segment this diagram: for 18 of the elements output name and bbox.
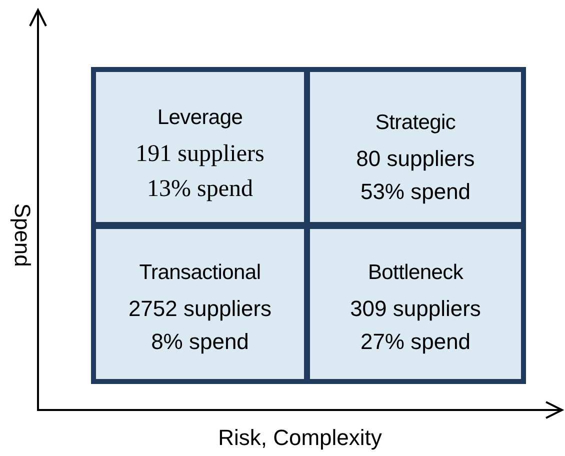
quadrant-title: Transactional: [139, 262, 261, 283]
quadrant-title: Leverage: [157, 107, 243, 128]
quadrant-stat: 8% spend: [151, 328, 249, 356]
quadrant-title: Strategic: [375, 112, 456, 133]
quadrant-box: [96, 72, 304, 222]
quadrant-title: Bottleneck: [368, 262, 464, 283]
quadrant-box: [96, 229, 304, 379]
quadrant-stat: 191 suppliers: [136, 140, 264, 169]
quadrant-stat: 2752 suppliers: [128, 295, 272, 323]
quadrant-stat: 13% spend: [147, 175, 253, 204]
axis-label: Spend: [9, 203, 35, 267]
quadrant-box: [310, 229, 521, 379]
quadrant-stat: 309 suppliers: [350, 295, 481, 323]
quadrant-box: [310, 72, 521, 222]
axis-label: Risk, Complexity: [218, 425, 382, 451]
quadrant-stat: 53% spend: [360, 178, 471, 206]
quadrant-stat: 27% spend: [360, 328, 471, 356]
quadrant-stat: 80 suppliers: [356, 145, 475, 173]
